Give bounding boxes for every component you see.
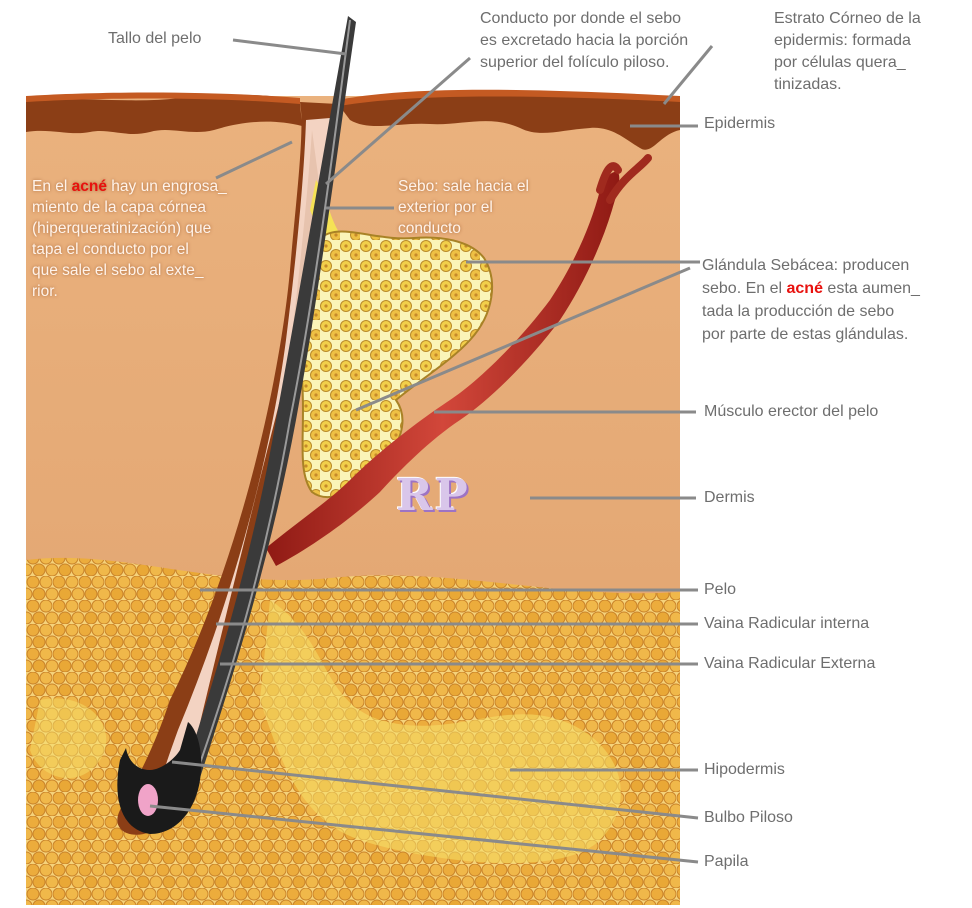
papilla-shape bbox=[138, 784, 158, 816]
label-inner-root-sheath: Vaina Radicular interna bbox=[704, 614, 869, 634]
label-outer-root-sheath: Vaina Radicular Externa bbox=[704, 654, 875, 674]
acne-note: En el acné hay un engrosa_ miento de la … bbox=[32, 176, 282, 302]
label-dermis: Dermis bbox=[704, 488, 755, 508]
label-papilla: Papila bbox=[704, 852, 748, 872]
gland-acne-keyword: acné bbox=[787, 280, 823, 297]
sebum-note: Sebo: sale hacia el exterior por el cond… bbox=[398, 176, 598, 239]
label-hair: Pelo bbox=[704, 580, 736, 600]
label-stratum-corneum: Estrato Córneo de la epidermis: formada … bbox=[774, 8, 921, 96]
acne-note-pre: En el bbox=[32, 178, 72, 195]
label-hypodermis: Hipodermis bbox=[704, 760, 785, 780]
label-epidermis: Epidermis bbox=[704, 114, 775, 134]
label-hair-bulb: Bulbo Piloso bbox=[704, 808, 793, 828]
label-hair-shaft: Tallo del pelo bbox=[108, 29, 201, 49]
acne-note-post: hay un engrosa_ miento de la capa córnea… bbox=[32, 178, 227, 300]
label-sebaceous-gland: Glándula Sebácea: producen sebo. En el a… bbox=[702, 254, 920, 346]
label-sebum-duct: Conducto por donde el sebo es excretado … bbox=[480, 8, 688, 74]
acne-note-keyword: acné bbox=[72, 178, 107, 195]
label-arrector-muscle: Músculo erector del pelo bbox=[704, 402, 878, 422]
rp-logo: RP bbox=[396, 470, 470, 521]
